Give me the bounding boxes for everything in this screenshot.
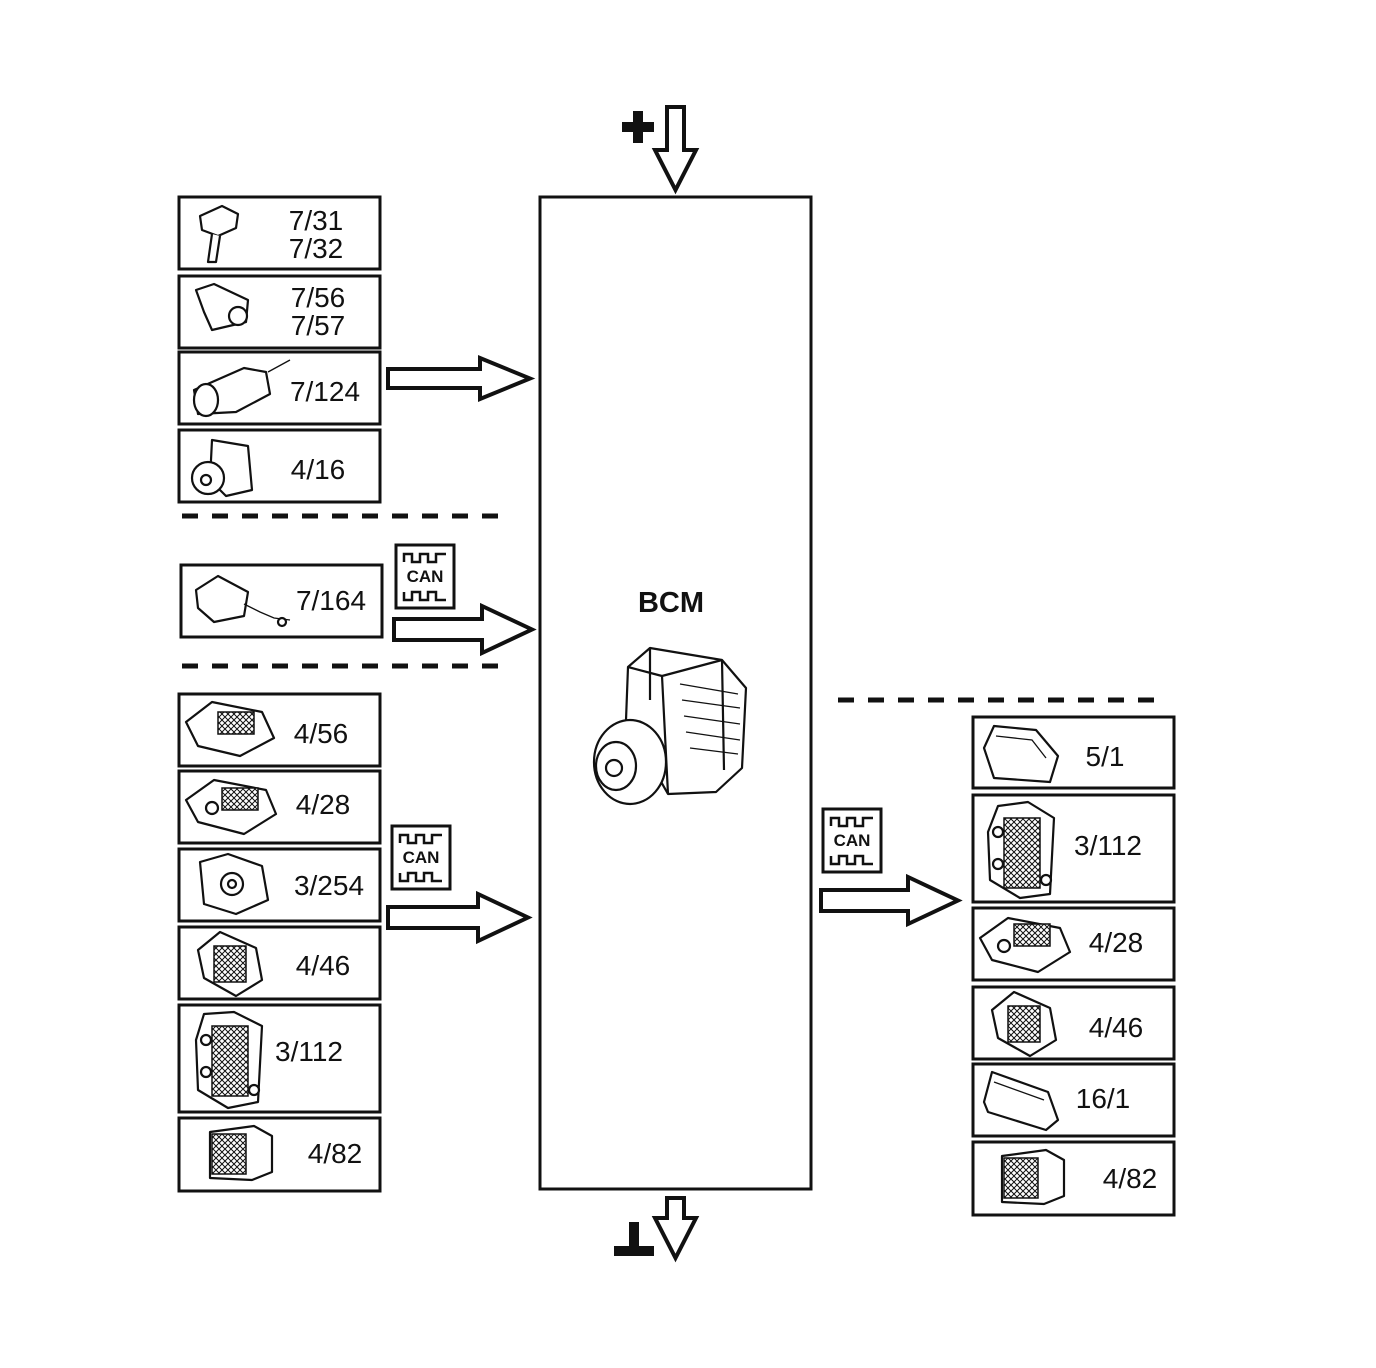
component-label: 7/32 — [289, 233, 344, 264]
power-input-arrow — [651, 105, 700, 195]
bcm-module: BCM — [538, 195, 813, 1191]
component-box: 3/254 — [177, 847, 382, 923]
component-box: 7/56 7/57 — [177, 274, 382, 350]
bcm-label: BCM — [638, 587, 704, 619]
can-input-arrow — [392, 602, 537, 657]
component-box: 4/46 — [971, 985, 1176, 1061]
gearbox-icon — [990, 990, 1058, 1058]
component-box: 7/124 — [177, 350, 382, 426]
bcm-unit-icon — [592, 646, 748, 806]
electronic-box-icon — [208, 1124, 274, 1182]
plus-symbol-icon — [622, 111, 654, 143]
power-supply — [622, 105, 700, 195]
ground-symbol-icon — [614, 1222, 654, 1256]
instrument-cluster-icon — [982, 724, 1060, 784]
control-unit-icon — [978, 916, 1072, 974]
input-group-2: 7/164 CAN — [179, 543, 537, 657]
component-box: 5/1 — [971, 715, 1176, 790]
component-box: 4/82 — [177, 1116, 382, 1193]
component-label: 7/57 — [291, 310, 346, 341]
input-arrow — [386, 355, 536, 402]
component-label: 7/56 — [291, 282, 346, 313]
can-input-arrow — [386, 890, 533, 945]
component-label: 4/82 — [1103, 1163, 1158, 1194]
component-label: 7/31 — [289, 205, 344, 236]
valve-body-icon — [986, 800, 1056, 900]
component-box: 4/82 — [971, 1140, 1176, 1217]
input-group-3: 4/56 4/28 3/254 4 — [177, 692, 533, 1193]
electronic-box-icon — [1000, 1148, 1066, 1206]
lock-motor-icon — [192, 359, 291, 418]
ignition-key-icon — [198, 204, 240, 264]
lock-barrel-icon — [194, 282, 250, 332]
component-box: 4/28 — [177, 769, 382, 845]
component-label: 7/164 — [296, 585, 366, 616]
ground-output-arrow — [651, 1196, 700, 1263]
component-box: 4/46 — [177, 925, 382, 1001]
sensor-connector-icon — [194, 574, 291, 628]
component-box: 7/31 7/32 — [177, 195, 382, 271]
component-box: 4/56 — [177, 692, 382, 768]
component-box: 16/1 — [971, 1062, 1176, 1138]
component-label: 7/124 — [290, 376, 360, 407]
component-label: 5/1 — [1086, 741, 1125, 772]
component-box: 3/112 — [971, 793, 1176, 904]
component-box: 4/16 — [177, 428, 382, 504]
component-label: 4/28 — [296, 789, 351, 820]
actuator-module-icon — [190, 438, 254, 498]
gearbox-icon — [196, 930, 264, 998]
output-group: CAN 5/1 3/112 — [819, 715, 1176, 1217]
engine-block-icon — [198, 852, 270, 916]
can-bus-badge: CAN — [390, 824, 452, 891]
component-label: 3/254 — [294, 870, 364, 901]
component-label: 4/46 — [1089, 1012, 1144, 1043]
input-group-1: 7/31 7/32 7/56 7/57 7/124 — [177, 195, 536, 504]
display-panel-icon — [982, 1070, 1060, 1132]
component-label: 16/1 — [1076, 1083, 1131, 1114]
ground-connection — [614, 1196, 700, 1263]
component-box: 7/164 — [179, 563, 384, 639]
can-output-arrow — [819, 873, 963, 928]
component-box: 4/28 — [971, 906, 1176, 982]
component-label: 4/56 — [294, 718, 349, 749]
control-unit-icon — [184, 700, 276, 758]
component-label: 3/112 — [275, 1036, 343, 1067]
component-label: 4/28 — [1089, 927, 1144, 958]
can-label: CAN — [403, 848, 440, 867]
control-unit-icon — [184, 778, 278, 836]
component-label: 4/46 — [296, 950, 351, 981]
valve-body-icon — [194, 1010, 264, 1110]
can-bus-badge: CAN — [821, 807, 883, 874]
component-label: 4/82 — [308, 1138, 363, 1169]
can-label: CAN — [407, 567, 444, 586]
can-bus-badge: CAN — [394, 543, 456, 610]
component-label: 3/112 — [1074, 830, 1142, 861]
component-label: 4/16 — [291, 454, 346, 485]
can-label: CAN — [834, 831, 871, 850]
component-box: 3/112 — [177, 1003, 382, 1114]
